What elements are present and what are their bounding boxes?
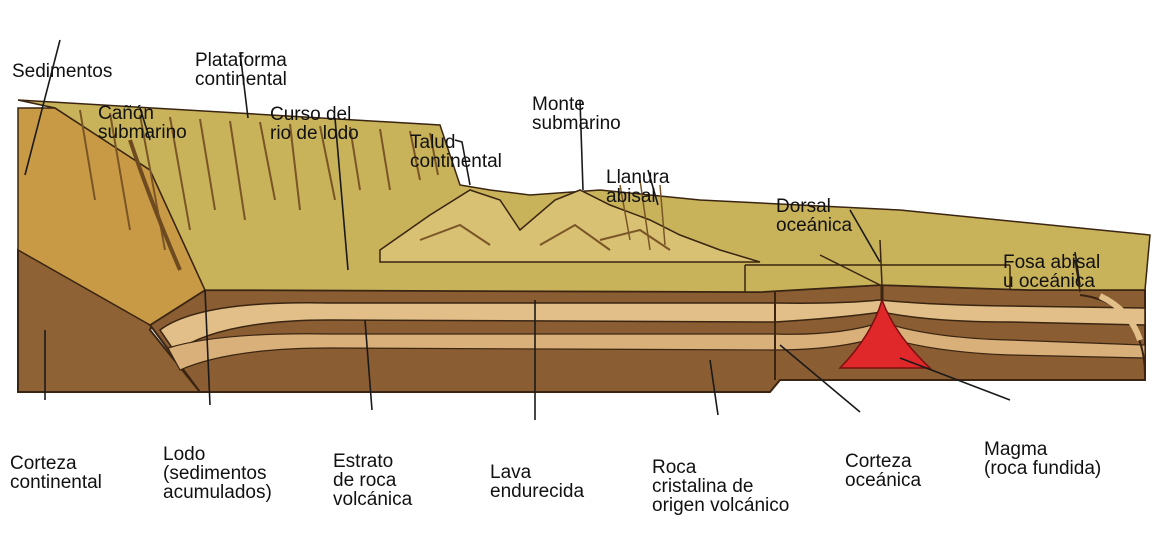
label-magma: Magma(roca fundida) <box>984 402 1101 497</box>
